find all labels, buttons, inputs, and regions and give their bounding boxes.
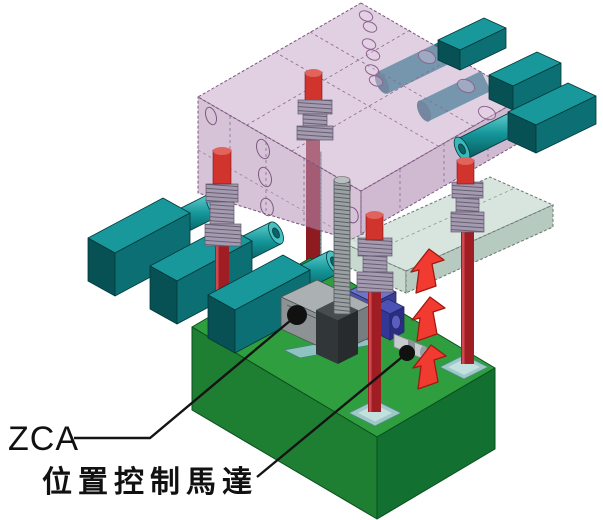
- clamp-motors-right: [437, 17, 597, 162]
- tie-rod-left: [204, 147, 242, 302]
- leader-line-zca: [74, 314, 298, 440]
- clamp-motor-left-1: [87, 193, 222, 297]
- tie-rod-rear-top: [296, 69, 334, 141]
- tie-rod-right: [439, 157, 489, 380]
- callout-dot-zca: [287, 305, 307, 325]
- base-right-face: [376, 367, 496, 520]
- label-zca: ZCA: [8, 420, 79, 458]
- callout-dot-motor: [399, 345, 415, 361]
- callouts: ZCA 位置控制馬達: [8, 305, 415, 499]
- clamp-motor-left-3: [207, 250, 342, 354]
- clamp-motor-right-2: [488, 51, 562, 111]
- clamp-motor-right-1: [437, 17, 507, 71]
- label-position-control-motor: 位置控制馬達: [42, 465, 258, 499]
- slider-block: [316, 300, 358, 364]
- tie-rod-center: [348, 211, 402, 427]
- lead-screw: [333, 176, 351, 315]
- top-face-holes: [358, 10, 497, 121]
- up-arrow-1: [410, 248, 445, 294]
- up-arrows: [410, 248, 447, 390]
- leader-line-motor: [256, 352, 408, 478]
- clamp-motor-right-3: [507, 82, 597, 154]
